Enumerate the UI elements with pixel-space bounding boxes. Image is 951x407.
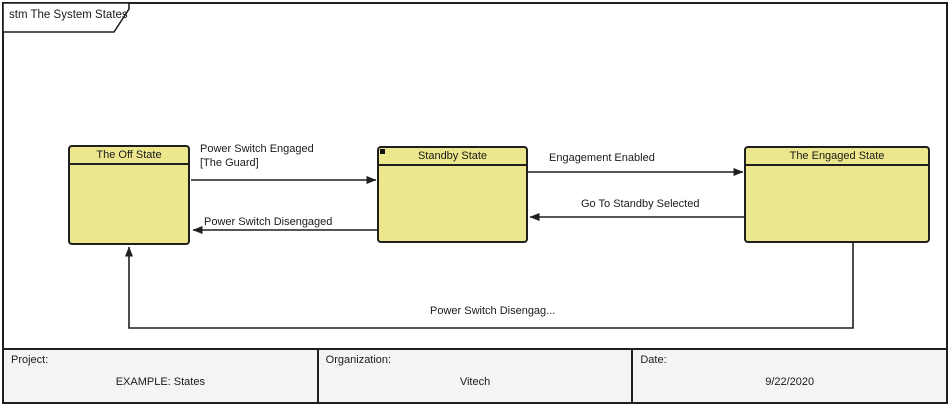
standby-corner-marker [380,149,385,154]
state-standby-state[interactable]: Standby State [377,146,528,243]
title-block: Project: EXAMPLE: States Organization: V… [4,348,947,402]
label-the-guard[interactable]: [The Guard] [200,157,259,169]
date-label: Date: [640,354,667,366]
state-engaged-title: The Engaged State [746,148,928,166]
project-label: Project: [11,354,49,366]
label-power-switch-disengaged[interactable]: Power Switch Disengaged [204,216,333,228]
state-off-title: The Off State [70,147,188,165]
label-engagement-enabled[interactable]: Engagement Enabled [549,152,655,164]
state-the-off-state[interactable]: The Off State [68,145,190,245]
date-value: 9/22/2020 [765,376,815,388]
organization-label: Organization: [325,354,392,366]
label-go-to-standby-selected[interactable]: Go To Standby Selected [581,198,700,210]
frame-tab-label: stm The System States [9,9,128,21]
title-block-date-cell: Date: 9/22/2020 [633,350,947,402]
title-block-project-cell: Project: EXAMPLE: States [4,350,319,402]
label-power-switch-engaged[interactable]: Power Switch Engaged [200,143,314,155]
project-value: EXAMPLE: States [115,376,205,388]
title-block-organization-cell: Organization: Vitech [318,350,634,402]
label-power-switch-disengag-truncated[interactable]: Power Switch Disengag... [430,305,556,317]
state-standby-title: Standby State [379,148,526,166]
organization-value: Vitech [459,376,491,388]
state-the-engaged-state[interactable]: The Engaged State [744,146,930,243]
